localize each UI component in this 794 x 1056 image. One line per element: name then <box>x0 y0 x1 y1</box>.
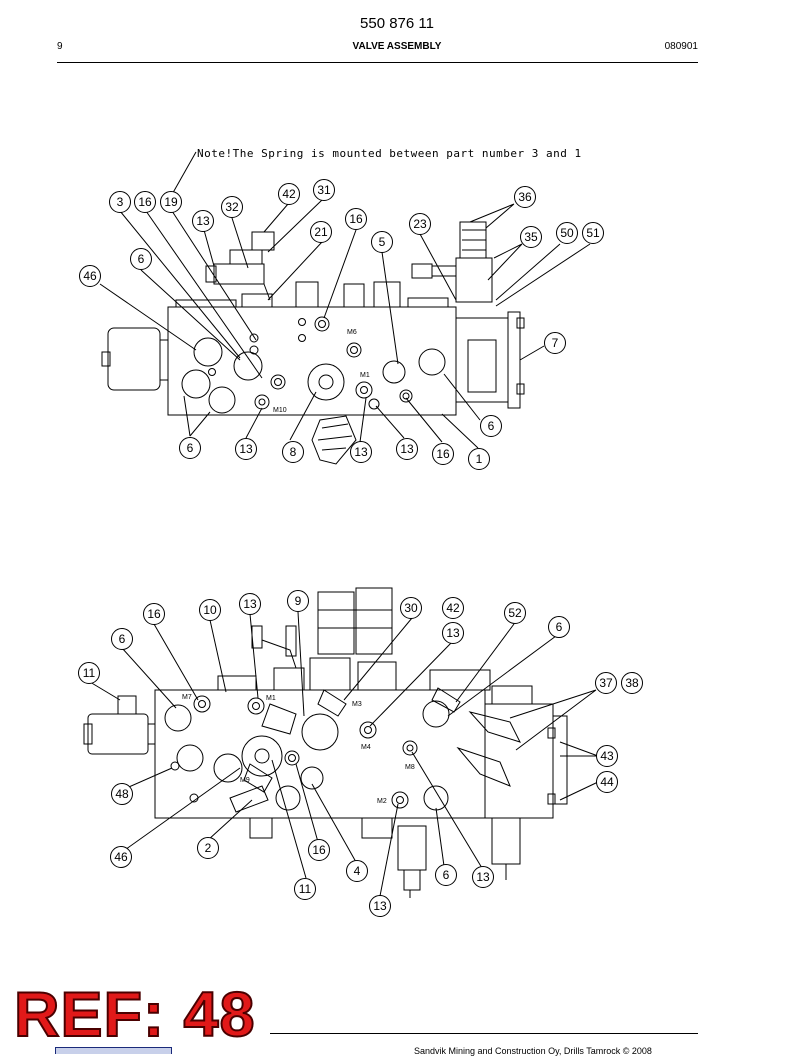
bottom-valve-figure <box>78 587 643 917</box>
callout-number: 13 <box>400 442 414 456</box>
callout-number: 13 <box>196 214 210 228</box>
port-label: M2 <box>377 798 387 805</box>
callout-number: 2 <box>205 841 212 855</box>
callout-number: 51 <box>586 226 600 240</box>
callout-number: 16 <box>312 843 326 857</box>
port-label: M6 <box>347 329 357 336</box>
callout-number: 7 <box>552 336 559 350</box>
callout-number: 10 <box>203 603 217 617</box>
callout-number: 46 <box>114 850 128 864</box>
callout-number: 48 <box>115 787 129 801</box>
callout-number: 38 <box>625 676 639 690</box>
bottom-callout-numbers: 16 10 13 9 30 42 52 13 6 6 11 37 38 43 4… <box>83 594 639 913</box>
brand-logo <box>55 1047 172 1054</box>
callout-number: 30 <box>404 601 418 615</box>
callout-number: 6 <box>119 632 126 646</box>
callout-number: 5 <box>379 235 386 249</box>
date-code: 080901 <box>664 41 698 52</box>
callout-number: 4 <box>354 864 361 878</box>
callout-number: 42 <box>446 601 460 615</box>
callout-number: 32 <box>225 200 239 214</box>
callout-number: 37 <box>599 676 613 690</box>
port-label: M1 <box>360 372 370 379</box>
callout-number: 1 <box>476 452 483 466</box>
top-port-labels: M6 M1 M10 <box>273 329 370 414</box>
callout-number: 6 <box>187 441 194 455</box>
callout-number: 9 <box>295 594 302 608</box>
callout-number: 44 <box>600 775 614 789</box>
port-label: M1 <box>266 695 276 702</box>
callout-number: 6 <box>138 252 145 266</box>
callout-number: 35 <box>524 230 538 244</box>
port-label: M3 <box>352 701 362 708</box>
port-label: M9 <box>240 777 250 784</box>
page-title: VALVE ASSEMBLY <box>352 41 442 52</box>
callout-number: 43 <box>600 749 614 763</box>
document-number: 550 876 11 <box>360 15 434 32</box>
callout-number: 46 <box>83 269 97 283</box>
port-label: M8 <box>405 764 415 771</box>
callout-number: 13 <box>373 899 387 913</box>
footer-copyright: Sandvik Mining and Construction Oy, Dril… <box>414 1046 652 1056</box>
page-number: 9 <box>57 41 63 52</box>
callout-number: 50 <box>560 226 574 240</box>
port-label: M4 <box>361 744 371 751</box>
footer-rule <box>270 1033 698 1034</box>
callout-number: 6 <box>488 419 495 433</box>
callout-number: 16 <box>138 195 152 209</box>
callout-number: 23 <box>413 217 427 231</box>
ref-stamp: REF: 48 <box>13 980 256 1050</box>
header-rule <box>57 62 698 63</box>
top-callout-numbers: 3 16 19 42 31 32 13 16 21 23 36 5 35 50 … <box>83 183 600 466</box>
callout-number: 6 <box>443 868 450 882</box>
callout-number: 13 <box>476 870 490 884</box>
callout-number: 13 <box>243 597 257 611</box>
callout-number: 16 <box>349 212 363 226</box>
callout-number: 52 <box>508 606 522 620</box>
callout-number: 19 <box>164 195 178 209</box>
callout-number: 36 <box>518 190 532 204</box>
callout-number: 13 <box>354 445 368 459</box>
callout-number: 13 <box>446 626 460 640</box>
bottom-port-labels: M7 M1 M3 M4 M8 M9 M2 <box>182 694 415 805</box>
callout-number: 3 <box>117 195 124 209</box>
port-label: M10 <box>273 407 287 414</box>
callout-number: 16 <box>147 607 161 621</box>
callout-number: 16 <box>436 447 450 461</box>
callout-number: 11 <box>83 666 96 680</box>
callout-number: 8 <box>290 445 297 459</box>
callout-number: 42 <box>282 187 296 201</box>
assembly-note: Note!The Spring is mounted between part … <box>197 147 582 160</box>
top-valve-figure <box>79 151 604 470</box>
callout-number: 11 <box>299 882 312 896</box>
port-label: M7 <box>182 694 192 701</box>
callout-number: 6 <box>556 620 563 634</box>
callout-number: 13 <box>239 442 253 456</box>
callout-number: 21 <box>314 225 328 239</box>
callout-number: 31 <box>317 183 331 197</box>
